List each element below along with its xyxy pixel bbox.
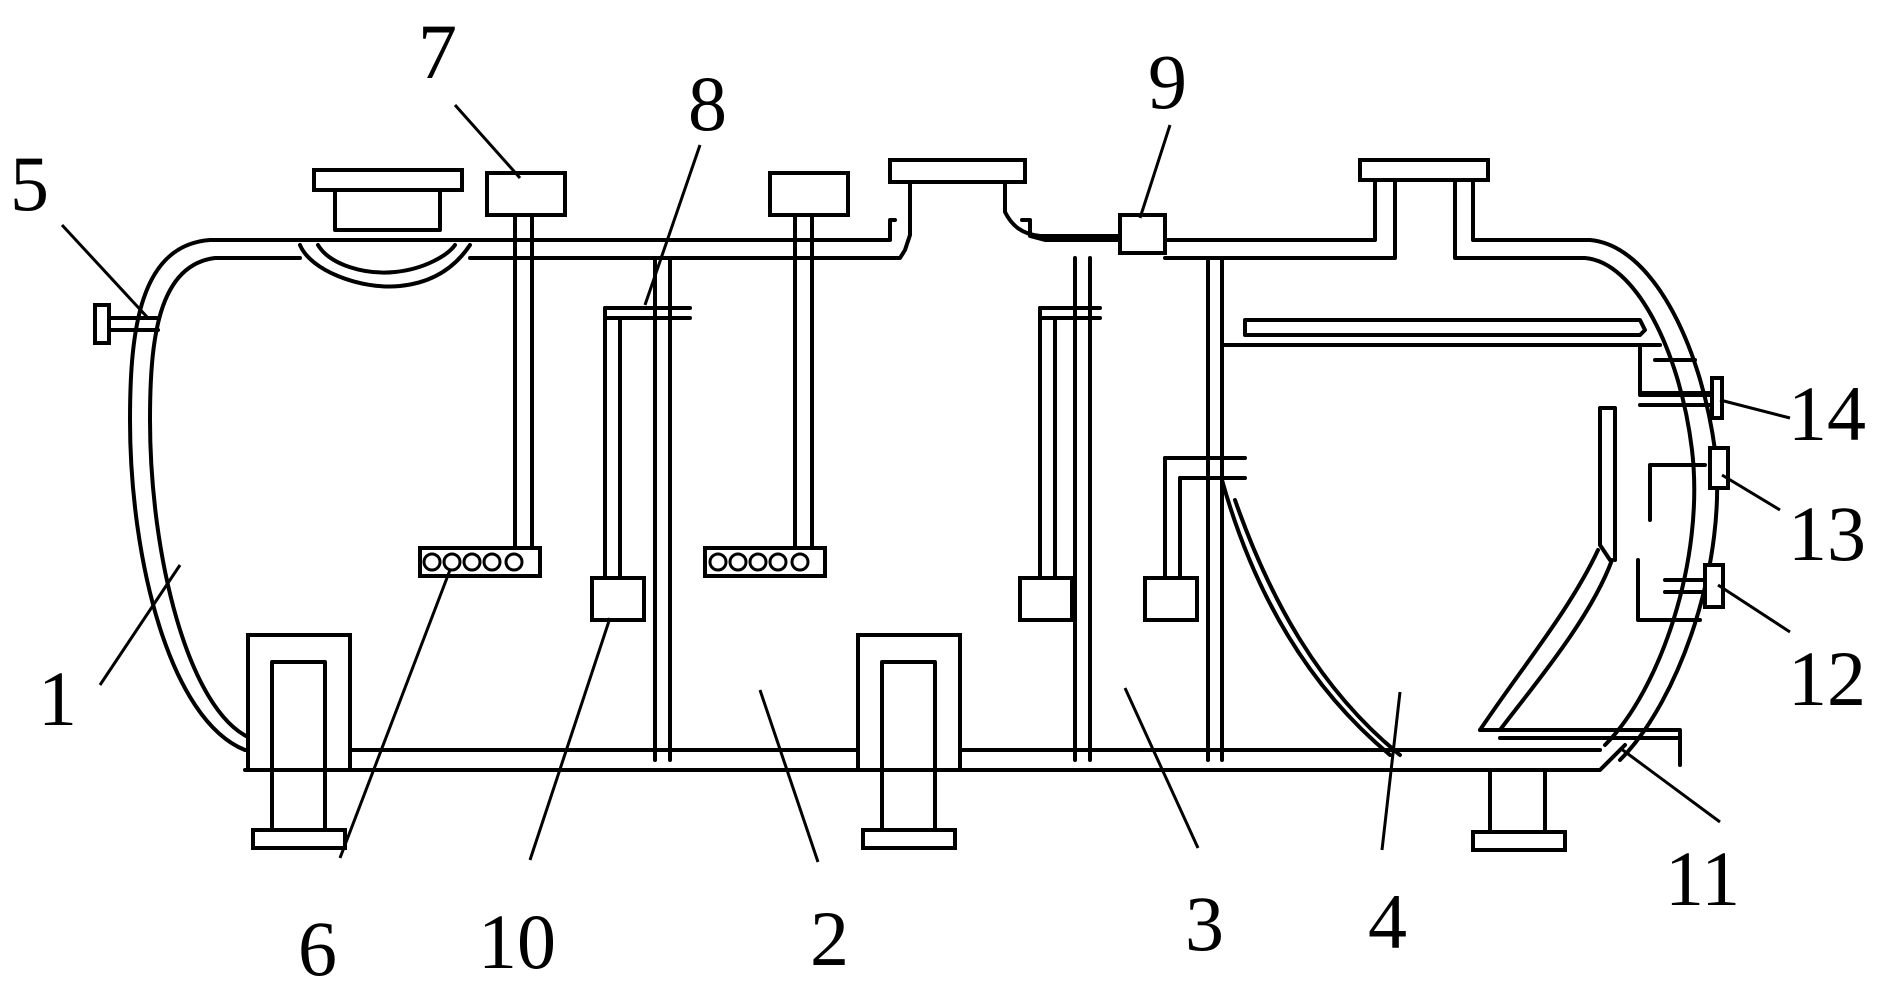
partition-2: [1018, 256, 1102, 762]
label-6: 6: [298, 905, 337, 986]
partition-1: [590, 256, 692, 762]
label-9: 9: [1148, 38, 1187, 125]
nozzle-9: [1118, 213, 1167, 255]
partition-3: [1143, 256, 1247, 762]
valve-13: [1708, 446, 1730, 490]
label-5: 5: [10, 140, 49, 227]
valve-14: [1638, 376, 1724, 420]
agitator-middle: [703, 171, 850, 578]
label-3: 3: [1185, 880, 1224, 967]
aerator-holes-left: [422, 552, 524, 572]
manhole-flange-left: [298, 168, 472, 289]
support-saddle-left: [246, 633, 352, 850]
label-2: 2: [810, 895, 849, 982]
right-chamber-internals: [1220, 318, 1712, 767]
label-14: 14: [1788, 370, 1866, 457]
label-13: 13: [1788, 490, 1866, 577]
agitator-left: [418, 171, 567, 578]
leader-lines: [60, 104, 1791, 863]
support-foot-right: [1471, 768, 1567, 852]
label-1: 1: [38, 655, 77, 742]
nozzle-flange-mid: [888, 158, 1027, 184]
support-saddle-middle: [856, 633, 962, 850]
label-10: 10: [478, 898, 556, 985]
label-11: 11: [1665, 835, 1740, 922]
valve-12: [1703, 563, 1725, 609]
label-8: 8: [688, 60, 727, 147]
manhole-flange-right: [1358, 158, 1490, 182]
label-4: 4: [1368, 878, 1407, 965]
part-labels: 1 2 3 4 5 6 7 8 9 10 11 12 13 14: [10, 8, 1866, 986]
label-7: 7: [418, 8, 457, 95]
label-12: 12: [1788, 635, 1866, 722]
aerator-holes-middle: [708, 552, 810, 572]
valve-5: [93, 303, 160, 345]
